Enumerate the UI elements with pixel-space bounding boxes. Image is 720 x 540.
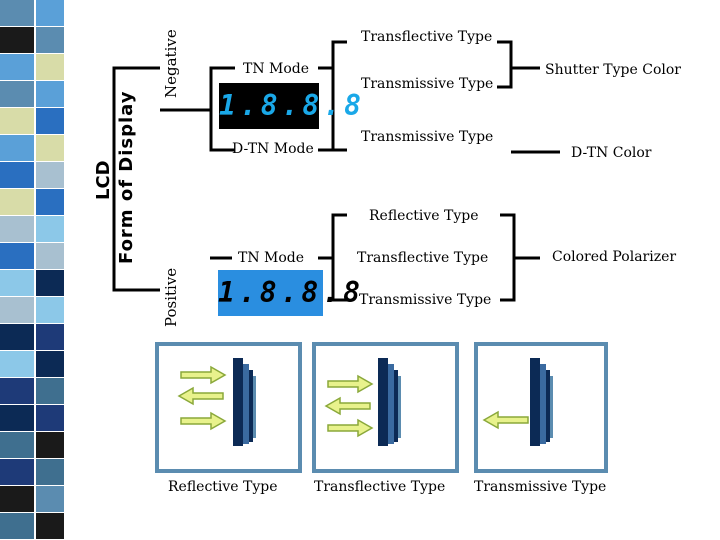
decorative-square xyxy=(36,297,64,323)
decorative-square xyxy=(0,243,34,269)
decorative-square-strip xyxy=(0,0,72,540)
decorative-square xyxy=(0,459,34,485)
positive-lcd-display: 1.8.8.8 xyxy=(218,270,360,316)
decorative-square xyxy=(0,378,34,404)
positive-tn-mode-label: TN Mode xyxy=(238,250,305,266)
decorative-square xyxy=(0,351,34,377)
decorative-square xyxy=(36,459,64,485)
positive-type-2: Transflective Type xyxy=(357,250,489,266)
negative-type-2: Transmissive Type xyxy=(361,76,494,92)
reflective-arrows-icon xyxy=(177,358,256,446)
decorative-square xyxy=(36,54,64,80)
decorative-square xyxy=(0,108,34,134)
illustration-caption-transflective: Transflective Type xyxy=(314,479,446,495)
decorative-square xyxy=(0,486,34,512)
decorative-square xyxy=(36,378,64,404)
decorative-square xyxy=(0,432,34,458)
decorative-square xyxy=(36,81,64,107)
decorative-square xyxy=(0,270,34,296)
decorative-square xyxy=(0,81,34,107)
decorative-square xyxy=(36,189,64,215)
colored-polarizer-label: Colored Polarizer xyxy=(552,249,677,265)
illustration-caption-reflective: Reflective Type xyxy=(168,479,278,495)
decorative-square xyxy=(0,513,34,539)
decorative-square xyxy=(36,135,64,161)
transflective-arrows-icon xyxy=(324,358,401,446)
decorative-square xyxy=(0,324,34,350)
decorative-square xyxy=(36,486,64,512)
decorative-square xyxy=(36,162,64,188)
decorative-square xyxy=(36,351,64,377)
decorative-square xyxy=(36,243,64,269)
decorative-square xyxy=(36,216,64,242)
decorative-square xyxy=(36,405,64,431)
positive-type-1: Reflective Type xyxy=(369,208,479,224)
dtn-color-label: D-TN Color xyxy=(571,145,652,161)
decorative-square xyxy=(0,162,34,188)
shutter-type-color-label: Shutter Type Color xyxy=(545,62,681,78)
negative-type-3: Transmissive Type xyxy=(361,129,494,145)
decorative-square xyxy=(36,324,64,350)
transmissive-arrow-icon xyxy=(482,358,553,446)
decorative-square xyxy=(0,189,34,215)
decorative-square xyxy=(0,0,34,26)
illustration-transflective xyxy=(312,342,459,473)
negative-tn-mode-label: TN Mode xyxy=(243,61,310,77)
decorative-square xyxy=(0,297,34,323)
decorative-square xyxy=(0,405,34,431)
illustration-transmissive xyxy=(474,342,608,473)
decorative-square xyxy=(36,432,64,458)
negative-lcd-display: 1.8.8.8 xyxy=(219,83,361,129)
illustration-caption-transmissive: Transmissive Type xyxy=(474,479,607,495)
positive-type-3: Transmissive Type xyxy=(359,292,492,308)
decorative-square xyxy=(36,108,64,134)
decorative-square xyxy=(0,27,34,53)
negative-dtn-mode-label: D-TN Mode xyxy=(232,141,314,157)
decorative-square xyxy=(0,135,34,161)
decorative-square xyxy=(36,513,64,539)
negative-type-1: Transflective Type xyxy=(361,29,493,45)
decorative-square xyxy=(0,54,34,80)
decorative-square xyxy=(0,216,34,242)
decorative-square xyxy=(36,270,64,296)
illustration-reflective xyxy=(155,342,302,473)
decorative-square xyxy=(36,0,64,26)
decorative-square xyxy=(36,27,64,53)
